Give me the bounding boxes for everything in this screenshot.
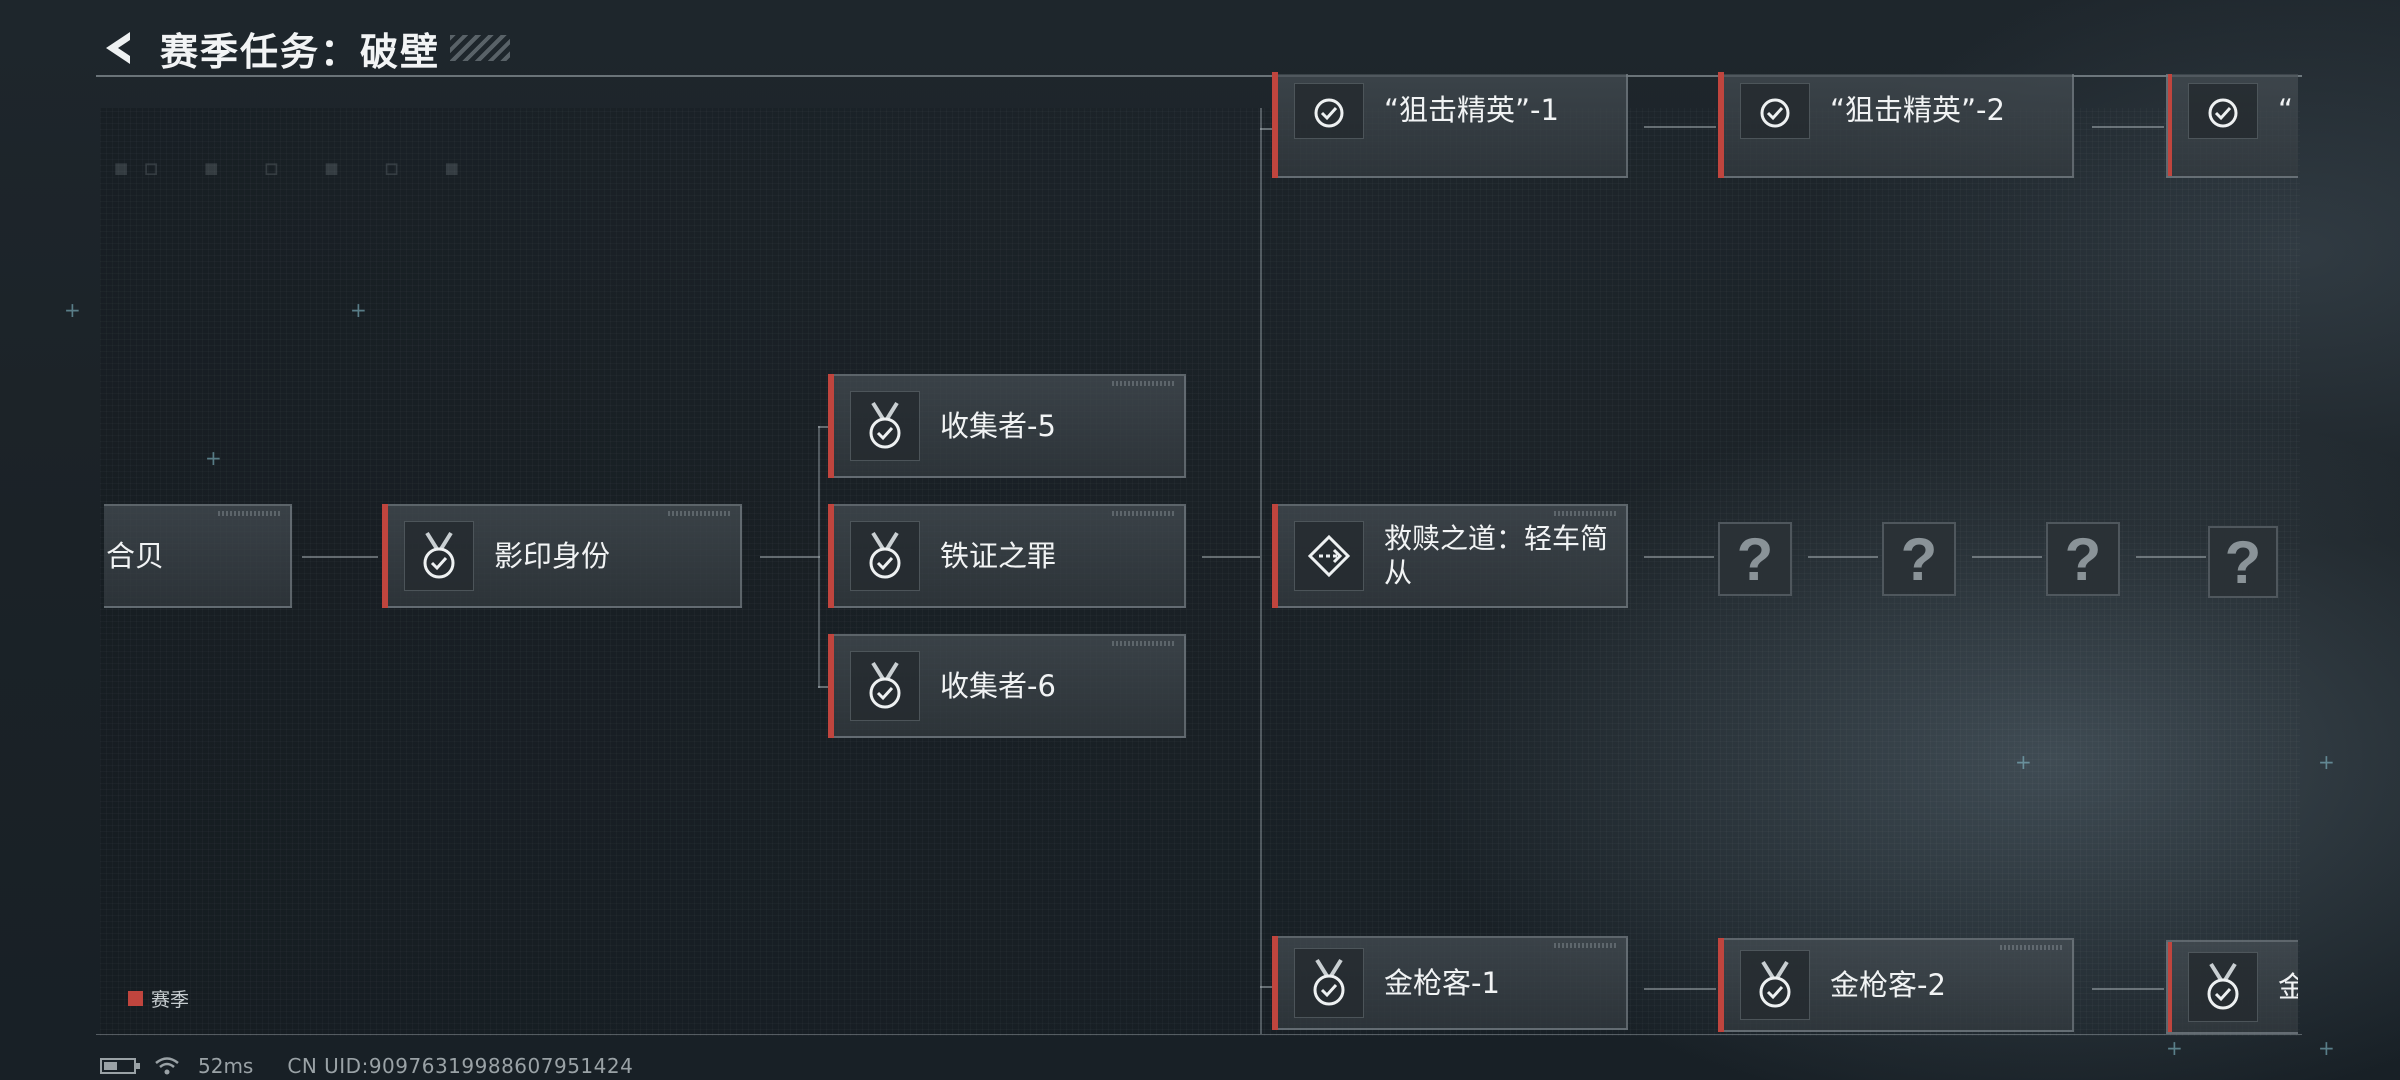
locked-mission-node[interactable]: ?	[1882, 522, 1956, 596]
crosshair-icon: +	[2015, 750, 2032, 774]
connector-line	[1644, 126, 1716, 128]
legend-swatch	[128, 991, 143, 1006]
connector-line	[1808, 556, 1878, 558]
mission-node-gold-2[interactable]: 金枪客-2	[1718, 938, 2074, 1032]
mission-node-gold-3[interactable]: 金	[2166, 940, 2298, 1034]
season-accent	[1272, 936, 1278, 1030]
node-corner-decoration	[2000, 945, 2064, 950]
medal-check-icon	[850, 521, 920, 591]
mission-node-collector-5[interactable]: 收集者-5	[828, 374, 1186, 478]
season-accent	[1718, 72, 1724, 178]
legend-label: 赛季	[151, 989, 190, 1011]
crosshair-icon: +	[205, 446, 222, 470]
ping-readout: 52ms	[198, 1054, 254, 1078]
mission-node-redemption[interactable]: 救赎之道：轻车简从	[1272, 504, 1628, 608]
mission-label: “狙击精英”-1	[1384, 93, 1559, 127]
title-decoration	[450, 35, 511, 61]
mission-node-iron-proof[interactable]: 铁证之罪	[828, 504, 1186, 608]
header-divider	[96, 75, 2302, 77]
connector-line	[2092, 988, 2164, 990]
medal-check-icon	[1294, 948, 1364, 1018]
season-accent	[828, 504, 834, 608]
mission-node-sniper-1[interactable]: “狙击精英”-1	[1272, 72, 1628, 178]
node-corner-decoration	[218, 511, 282, 516]
season-accent	[1272, 504, 1278, 608]
connector-line	[1644, 988, 1716, 990]
battery-level	[104, 1062, 117, 1070]
mission-label: 影印身份	[494, 539, 611, 573]
mission-node-sniper-2[interactable]: “狙击精英”-2	[1718, 72, 2074, 178]
mission-label: 金枪客-1	[1384, 966, 1500, 1000]
medal-check-icon	[850, 651, 920, 721]
connector-line	[302, 556, 378, 558]
connector-line	[760, 556, 820, 558]
medal-check-icon	[850, 391, 920, 461]
node-corner-decoration	[1112, 511, 1176, 516]
season-accent	[382, 504, 388, 608]
connector-line	[818, 426, 820, 688]
page-title: 赛季任务：破壁	[160, 29, 441, 74]
locked-mission-node[interactable]: ?	[2208, 526, 2278, 598]
season-accent	[1718, 938, 1724, 1032]
medal-check-icon	[404, 521, 474, 591]
faint-decor: ▪▫ ▪ ▫ ▪ ▫ ▪	[112, 150, 473, 185]
connector-line	[1202, 556, 1260, 558]
node-corner-decoration	[668, 511, 732, 516]
connector-line	[1260, 108, 1262, 1034]
season-accent	[2168, 942, 2172, 1032]
season-accent	[1272, 72, 1278, 178]
page-header: 赛季任务：破壁	[96, 20, 511, 76]
mission-label: 铁证之罪	[940, 539, 1057, 573]
status-bar: 52ms CN UID:9097631998860795​1424	[100, 1054, 633, 1078]
back-button[interactable]	[96, 24, 144, 72]
medal-check-icon	[1294, 83, 1364, 139]
season-accent	[2168, 74, 2172, 176]
mission-label: 合贝	[106, 539, 165, 573]
battery-icon	[100, 1058, 140, 1074]
connector-line	[818, 426, 828, 428]
wifi-icon	[155, 1057, 179, 1075]
crosshair-icon: +	[350, 298, 367, 322]
medal-check-icon	[2188, 83, 2258, 139]
mission-label: 金枪客-2	[1830, 968, 1946, 1002]
node-corner-decoration	[1554, 511, 1618, 516]
back-arrow-icon	[106, 32, 130, 64]
mission-node-sniper-3[interactable]: “	[2166, 74, 2298, 178]
legend: 赛季	[128, 985, 189, 1012]
mission-label: 收集者-5	[940, 409, 1056, 443]
node-corner-decoration	[1112, 381, 1176, 386]
mission-node-collector-6[interactable]: 收集者-6	[828, 634, 1186, 738]
mission-label: 收集者-6	[940, 669, 1056, 703]
medal-check-icon	[1740, 950, 1810, 1020]
connector-line	[2092, 126, 2164, 128]
user-uid: CN UID:9097631998860795​1424	[287, 1054, 634, 1078]
connector-line	[1644, 556, 1714, 558]
crosshair-icon: +	[2318, 1036, 2335, 1060]
crosshair-icon: +	[2166, 1036, 2183, 1060]
locked-mission-node[interactable]: ?	[1718, 522, 1792, 596]
crosshair-icon: +	[64, 298, 81, 322]
medal-check-icon	[2188, 952, 2258, 1022]
node-corner-decoration	[1554, 943, 1618, 948]
connector-line	[1972, 556, 2042, 558]
connector-line	[2136, 556, 2206, 558]
mission-node-shadow-identity[interactable]: 影印身份	[382, 504, 742, 608]
mission-label: 救赎之道：轻车简从	[1384, 522, 1609, 589]
crosshair-icon: +	[2318, 750, 2335, 774]
node-corner-decoration	[1112, 641, 1176, 646]
season-accent	[828, 374, 834, 478]
mission-node-gold-1[interactable]: 金枪客-1	[1272, 936, 1628, 1030]
mission-node-partial[interactable]: 合贝	[104, 504, 292, 608]
locked-mission-node[interactable]: ?	[2046, 522, 2120, 596]
footer-divider	[96, 1034, 2302, 1035]
mission-label: “	[2278, 93, 2294, 127]
season-accent	[828, 634, 834, 738]
connector-line	[1260, 128, 1272, 130]
mission-label: “狙击精英”-2	[1830, 93, 2005, 127]
connector-line	[818, 686, 828, 688]
branch-path-icon	[1294, 521, 1364, 591]
connector-line	[1260, 986, 1272, 988]
mission-label: 金	[2278, 970, 2298, 1004]
medal-check-icon	[1740, 83, 1810, 139]
